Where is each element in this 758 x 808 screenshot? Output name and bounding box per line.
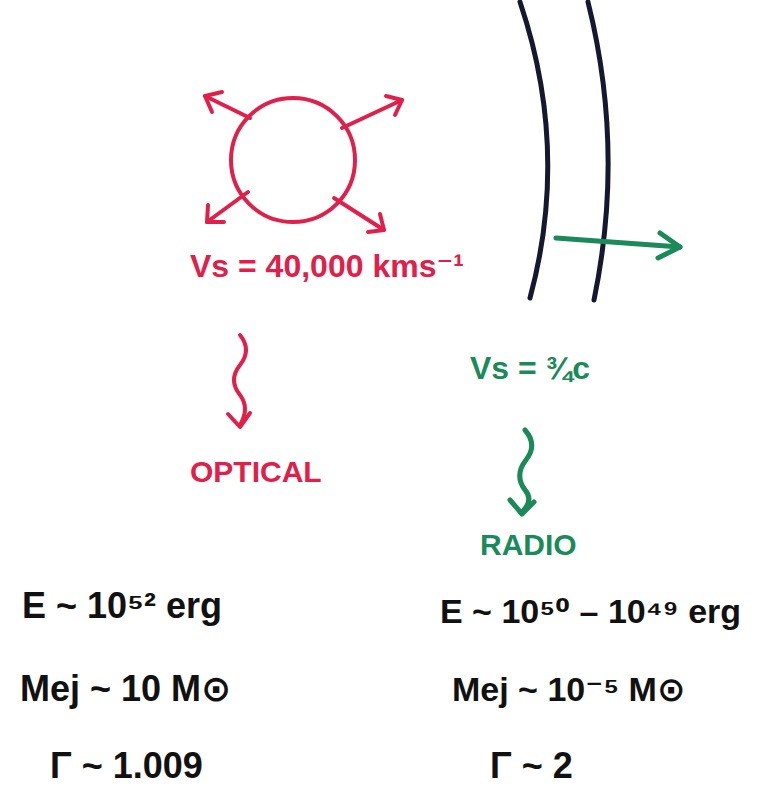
energy-label: E ~ 10⁵⁰ – 10⁴⁹ erg bbox=[440, 592, 741, 631]
band-label: RADIO bbox=[480, 528, 577, 563]
energy-label: E ~ 10⁵² erg bbox=[22, 585, 222, 626]
lorentz-label: Γ ~ 1.009 bbox=[50, 745, 203, 786]
mass-label: Mej ~ 10 M⊙ bbox=[20, 668, 231, 709]
shock-shells bbox=[520, 2, 608, 300]
band-label: OPTICAL bbox=[190, 455, 322, 490]
velocity-label: Vs = ¾c bbox=[470, 350, 590, 387]
mass-label: Mej ~ 10⁻⁵ M⊙ bbox=[452, 670, 685, 709]
velocity-label: Vs = 40,000 kms⁻¹ bbox=[190, 248, 464, 285]
lorentz-label: Γ ~ 2 bbox=[490, 745, 573, 786]
